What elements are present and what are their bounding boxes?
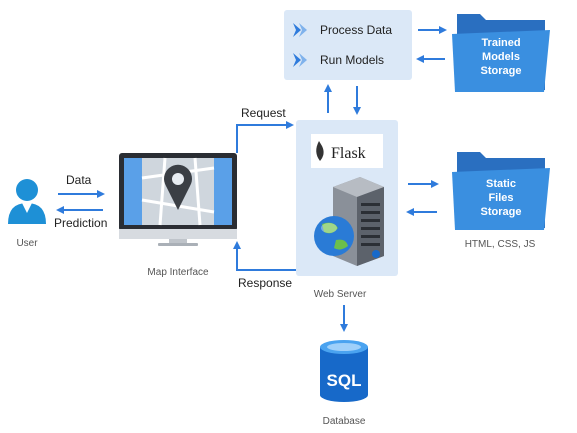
user-node: User	[8, 179, 46, 249]
response-label: Response	[238, 276, 292, 290]
info-badge-icon	[372, 250, 380, 258]
process-panel-bg	[284, 10, 412, 80]
prediction-label: Prediction	[54, 216, 107, 230]
user-icon	[8, 179, 46, 224]
folder-icon	[452, 14, 550, 92]
static-files-line1: Static	[486, 178, 516, 190]
static-files-node: Static Files Storage HTML, CSS, JS	[452, 152, 550, 250]
chevron-icon	[293, 23, 307, 37]
data-flow: Data	[58, 173, 105, 198]
user-label: User	[16, 238, 38, 249]
map-pin-icon	[164, 164, 193, 210]
database-node: SQL Database	[320, 340, 368, 427]
database-icon: SQL	[320, 340, 368, 402]
chevron-icon	[293, 53, 307, 67]
static-files-line2: Files	[488, 192, 513, 204]
process-data-label: Process Data	[320, 23, 392, 37]
response-arrow	[233, 241, 296, 271]
flask-icon	[316, 141, 324, 161]
database-label: Database	[323, 416, 366, 427]
static-files-caption: HTML, CSS, JS	[465, 239, 536, 250]
web-server-node: Flask Web Server	[296, 120, 398, 300]
map-interface-label: Map Interface	[147, 267, 209, 278]
request-arrow	[236, 121, 294, 153]
process-data-item: Process Data	[293, 23, 392, 37]
web-server-label: Web Server	[314, 289, 367, 300]
prediction-flow: Prediction	[54, 206, 107, 230]
folder-icon	[452, 152, 550, 230]
run-models-item: Run Models	[293, 53, 384, 67]
request-flow: Request	[236, 106, 294, 153]
trained-models-node: Trained Models Storage	[452, 14, 550, 92]
request-label: Request	[241, 106, 286, 120]
process-panel: Process Data Run Models	[284, 10, 412, 80]
trained-models-line2: Models	[482, 51, 520, 63]
run-models-label: Run Models	[320, 53, 384, 67]
static-files-line3: Storage	[481, 206, 522, 218]
map-interface-node: Map Interface	[119, 153, 237, 278]
trained-models-line3: Storage	[481, 65, 522, 77]
trained-models-line1: Trained	[481, 37, 520, 49]
flask-label: Flask	[331, 145, 366, 162]
server-icon	[333, 177, 384, 266]
flask-logo: Flask	[311, 134, 383, 168]
response-flow: Response	[233, 241, 296, 290]
sql-text: SQL	[327, 371, 362, 390]
globe-icon	[314, 216, 354, 256]
data-label: Data	[66, 173, 92, 187]
